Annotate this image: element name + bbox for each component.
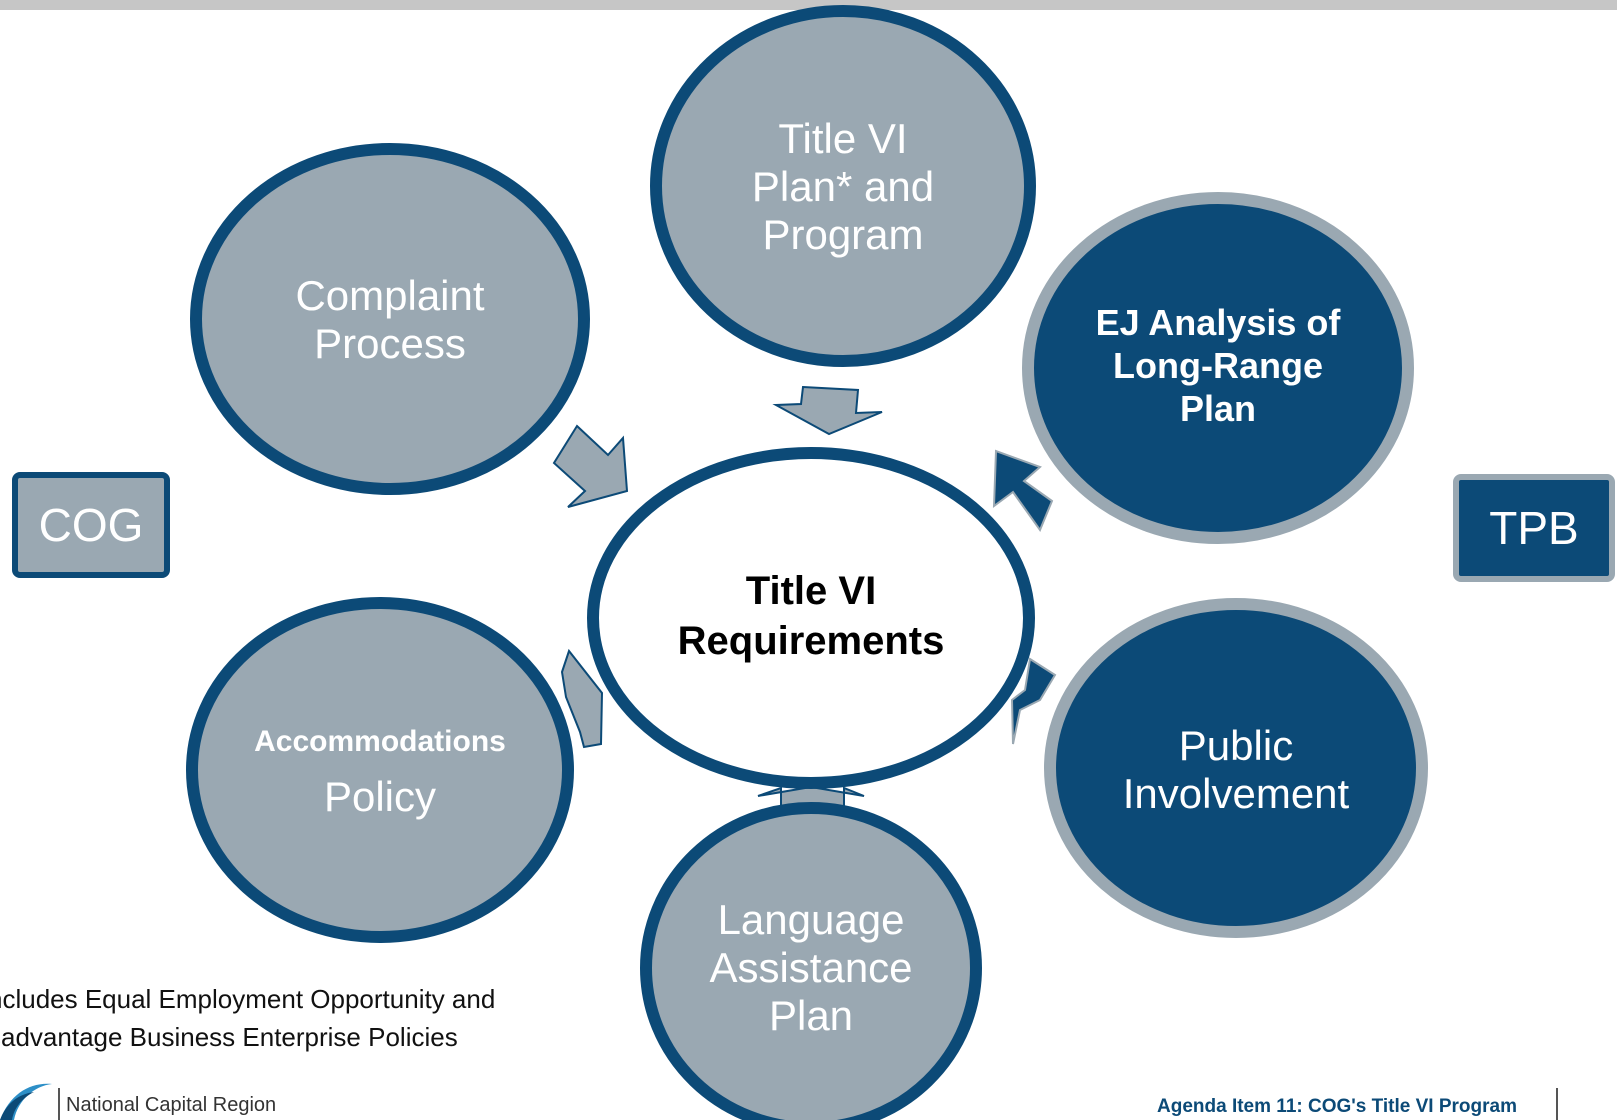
arrow-complaint-to-center — [552, 424, 629, 508]
node-language-assistance-line3: Plan — [769, 992, 853, 1039]
node-ej-analysis-line1: EJ Analysis of — [1096, 302, 1342, 343]
node-language-assistance: Language Assistance Plan — [640, 802, 982, 1120]
arrow-plan-to-center — [772, 385, 883, 436]
footnote: ncludes Equal Employment Opportunity and… — [0, 980, 495, 1056]
cog-legend-tag: COG — [12, 472, 170, 578]
node-ej-analysis-line3: Plan — [1180, 388, 1256, 429]
footnote-line1: ncludes Equal Employment Opportunity and — [0, 984, 496, 1014]
footer-org-name: National Capital Region — [66, 1094, 277, 1116]
footer-right-divider — [1556, 1088, 1558, 1120]
tpb-legend-label: TPB — [1489, 502, 1579, 554]
node-public-involvement: Public Involvement — [1044, 598, 1428, 938]
cog-legend-label: COG — [38, 499, 144, 551]
arrow-public-to-center — [1010, 657, 1057, 745]
footer-agenda-item: Agenda Item 11: COG's Title VI Program — [1157, 1096, 1517, 1117]
node-title-vi-plan-line1: Title VI — [778, 115, 907, 162]
node-language-assistance-line1: Language — [718, 896, 905, 943]
node-accommodations-line1: Accommodations — [254, 725, 506, 758]
node-accommodations-policy: Accommodations Policy — [186, 597, 574, 943]
node-complaint-process: Complaint Process — [190, 143, 590, 495]
node-public-involvement-line2: Involvement — [1123, 770, 1350, 817]
footnote-line2: sadvantage Business Enterprise Policies — [0, 1022, 458, 1052]
arrow-accommodations-to-center — [560, 648, 604, 749]
node-ej-analysis-line2: Long-Range — [1113, 345, 1323, 386]
node-ej-analysis: EJ Analysis of Long-Range Plan — [1022, 192, 1414, 544]
node-title-vi-plan-line2: Plan* and — [752, 163, 934, 210]
tpb-legend-tag: TPB — [1453, 474, 1615, 582]
node-title-vi-requirements: Title VI Requirements — [587, 447, 1035, 789]
top-rule — [0, 0, 1617, 10]
center-line2: Requirements — [678, 619, 945, 663]
footer-left-divider — [58, 1088, 60, 1120]
node-public-involvement-line1: Public — [1179, 722, 1293, 769]
node-accommodations-line2: Policy — [324, 773, 436, 820]
center-line1: Title VI — [746, 569, 876, 613]
node-title-vi-plan-line3: Program — [762, 211, 923, 258]
node-complaint-process-line2: Process — [314, 320, 466, 367]
node-title-vi-plan: Title VI Plan* and Program — [650, 5, 1036, 367]
node-language-assistance-line2: Assistance — [709, 944, 912, 991]
swoosh-logo-icon — [0, 1083, 52, 1120]
node-complaint-process-line1: Complaint — [295, 272, 484, 319]
arrow-ej-to-center — [992, 449, 1054, 533]
